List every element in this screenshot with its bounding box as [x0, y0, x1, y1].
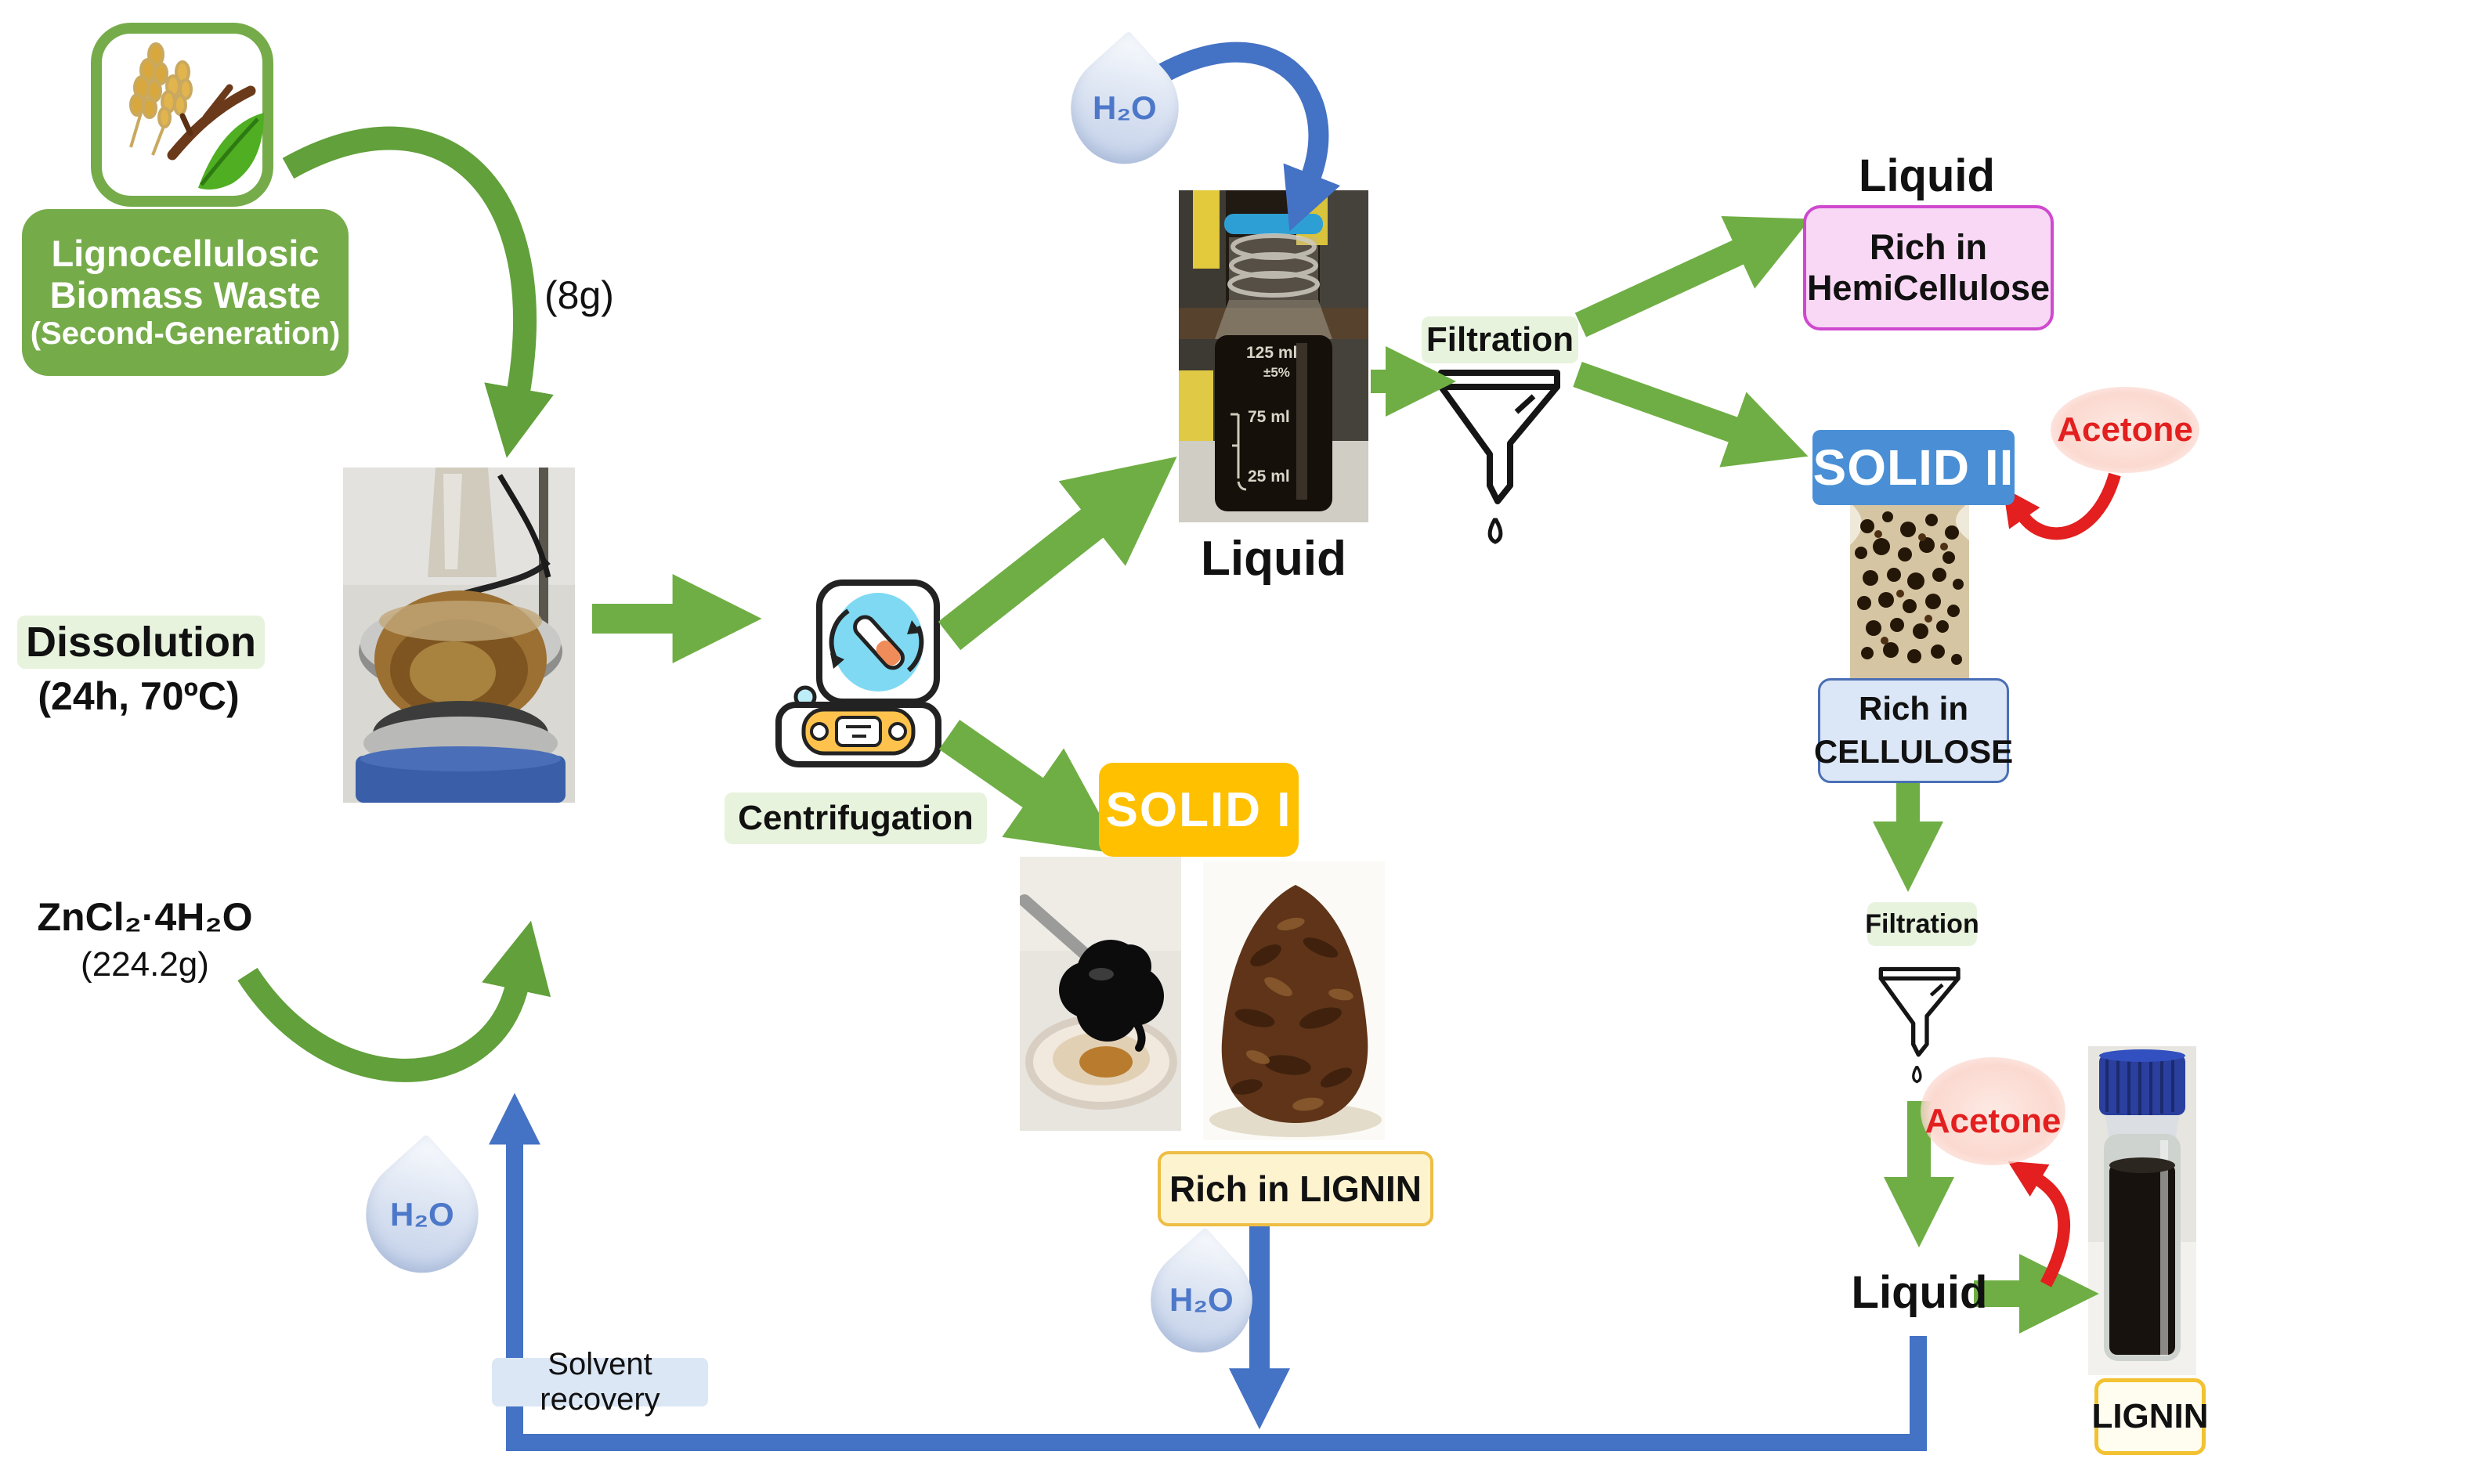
- solid1-box: SOLID I: [1099, 763, 1299, 857]
- zncl2-formula: ZnCl₂·4H₂O: [37, 895, 253, 939]
- solid2-photo: [1850, 503, 1969, 678]
- arrow-filtration1-to-solid2: [1573, 361, 1809, 468]
- centrifuge-icon: [775, 580, 941, 767]
- centrifugation-label: Centrifugation: [725, 793, 987, 844]
- biomass-line1: Lignocellulosic: [51, 233, 320, 275]
- biomass-wheat-branch-leaf-icon: [91, 23, 273, 207]
- h2o-label-middle: H₂O: [1169, 1280, 1234, 1318]
- h2o-label-top: H₂O: [1093, 88, 1157, 126]
- solvent-recovery-label: Solvent recovery: [492, 1347, 708, 1417]
- arrow-liquid-to-acetone: [2008, 1161, 2071, 1287]
- bottle-marking-tol: ±5%: [1263, 365, 1290, 380]
- liquid-label-center: Liquid: [1201, 531, 1346, 586]
- cellulose-line1: Rich in: [1858, 690, 1968, 728]
- mass-8g-label: (8g): [544, 273, 614, 317]
- filtration1-label: Filtration: [1422, 316, 1578, 363]
- arrow-centrifuge-to-liquid: [938, 457, 1177, 651]
- h2o-droplet-icon-middle: H₂O: [1128, 1226, 1275, 1374]
- lignin-jar-photo: [2088, 1046, 2196, 1375]
- acetone-bubble-top: Acetone: [2051, 387, 2199, 473]
- arrow-centrifuge-to-solid1: [938, 720, 1122, 854]
- solid2-box: SOLID II: [1812, 430, 2015, 505]
- h2o-droplet-icon-top: H₂O: [1047, 31, 1202, 186]
- hemicellulose-line1: Rich in: [1869, 227, 1987, 268]
- arrow-h2o-to-bottle: [1154, 42, 1341, 232]
- filtration2-funnel-icon: [1878, 966, 1961, 1084]
- hemicellulose-box: Rich in HemiCellulose: [1803, 205, 2054, 330]
- liquid-label-topright: Liquid: [1859, 150, 1995, 201]
- biomass-title-box: Lignocellulosic Biomass Waste (Second-Ge…: [22, 209, 349, 376]
- dissolution-flask-photo: [343, 468, 575, 803]
- filtration-funnel-icon: [1438, 370, 1560, 544]
- h2o-droplet-icon-bottomleft: H₂O: [341, 1133, 504, 1296]
- bottle-marking-25: 25 ml: [1248, 468, 1290, 486]
- dissolution-conditions: (24h, 70ºC): [38, 674, 240, 718]
- liquid-label-bottomright: Liquid: [1851, 1266, 1988, 1318]
- liquid-bottle-photo: 125 ml ±5% 75 ml 25 ml: [1179, 190, 1368, 522]
- arrow-filtration1-to-hemicellulose: [1574, 215, 1811, 338]
- arrow-acetone-to-solid2: [2003, 472, 2121, 540]
- solid1-paste-photo: [1020, 857, 1181, 1131]
- filtration2-label: Filtration: [1865, 902, 1979, 946]
- dissolution-label: Dissolution: [17, 616, 265, 669]
- arrow-zncl2-to-flask: [237, 920, 551, 1082]
- cellulose-box: Rich in CELLULOSE: [1814, 678, 2013, 783]
- biomass-line3: (Second-Generation): [30, 316, 341, 351]
- cellulose-line2: CELLULOSE: [1813, 733, 2014, 770]
- biomass-line2: Biomass Waste: [49, 274, 321, 316]
- acetone-bubble-bottom: Acetone: [1921, 1057, 2065, 1165]
- h2o-label-bottomleft: H₂O: [390, 1195, 454, 1233]
- rich-in-lignin-box: Rich in LIGNIN: [1158, 1151, 1433, 1226]
- hemicellulose-line2: HemiCellulose: [1806, 268, 2051, 308]
- bottle-marking-75: 75 ml: [1248, 408, 1290, 426]
- solid1-fiber-photo: [1203, 861, 1385, 1140]
- bottle-marking-125: 125 ml: [1246, 344, 1297, 362]
- zncl2-amount: (224.2g): [81, 945, 209, 984]
- lignin-label: LIGNIN: [2091, 1378, 2209, 1455]
